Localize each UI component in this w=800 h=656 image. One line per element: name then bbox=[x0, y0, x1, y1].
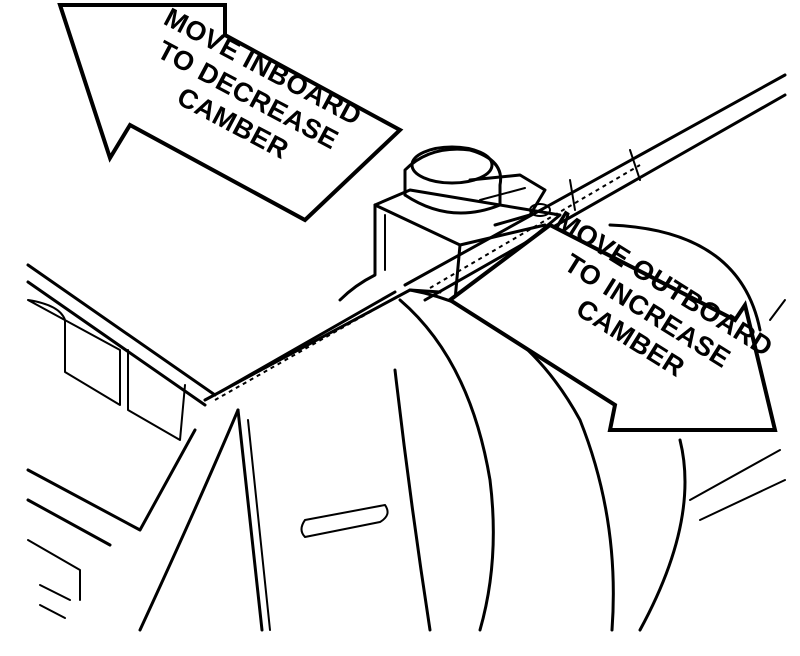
upper-strut-mount bbox=[403, 145, 551, 227]
hood-line bbox=[214, 73, 787, 401]
outboard-arrow: MOVE OUTBOARD TO INCREASE CAMBER bbox=[446, 205, 778, 432]
inboard-arrow: MOVE INBOARD TO DECREASE CAMBER bbox=[57, 2, 404, 223]
wheel bbox=[608, 223, 786, 632]
vehicle-body bbox=[26, 263, 217, 619]
